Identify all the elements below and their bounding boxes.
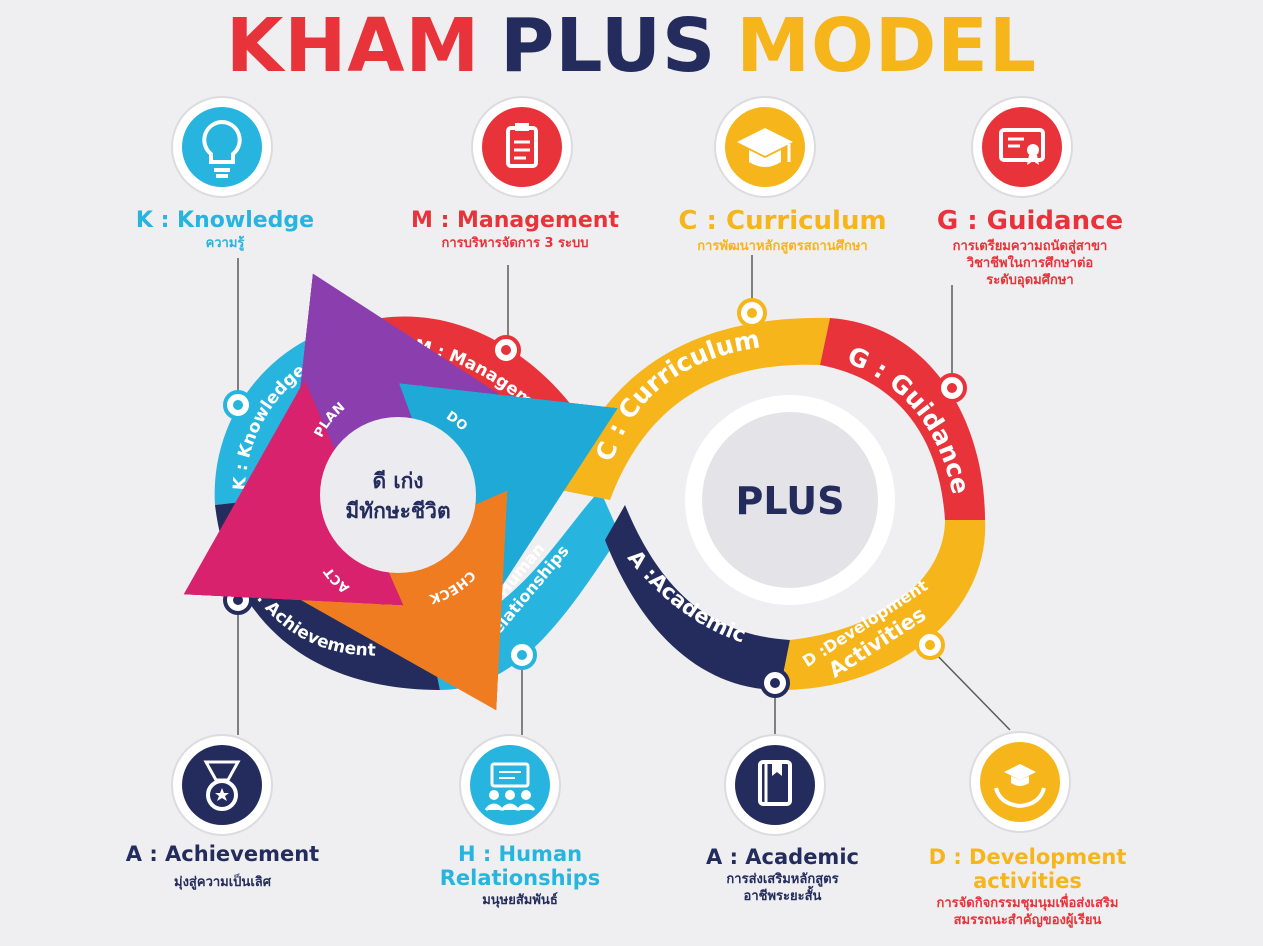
academic-sub-2: อาชีพระยะสั้น [743, 889, 822, 904]
graduation-cap-icon [714, 96, 816, 198]
management-heading: M : Management [411, 208, 619, 233]
title-plus: PLUS [500, 3, 717, 89]
bottom-label-academic: A : Academic การส่งเสริมหลักสูตร อาชีพระ… [680, 845, 885, 905]
loop-segment-development [780, 520, 986, 690]
human-heading-2: Relationships [439, 866, 601, 890]
loop-segment-guidance [820, 318, 985, 520]
top-label-guidance: G : Guidance การเตรียมความถนัดสู่สาขา วิ… [910, 206, 1150, 289]
center-text-line2: มีทักษะชีวิต [345, 499, 450, 523]
bottom-icons [171, 731, 1071, 836]
top-label-curriculum: C : Curriculum การพัฒนาหลักสูตรสถานศึกษา [660, 206, 905, 255]
knowledge-sub: ความรู้ [205, 236, 245, 251]
guidance-sub-3: ระดับอุดมศึกษา [986, 273, 1074, 288]
development-heading-2: activities [973, 869, 1082, 893]
achievement-heading: A : Achievement [125, 842, 320, 866]
certificate-icon [971, 96, 1073, 198]
pdca-do-arc [399, 383, 618, 615]
knowledge-heading: K : Knowledge [135, 208, 315, 233]
loop-segment-academic [605, 505, 790, 690]
guidance-heading: G : Guidance [936, 206, 1124, 236]
plus-center: PLUS [685, 395, 895, 605]
management-sub: การบริหารจัดการ 3 ระบบ [441, 236, 589, 251]
guidance-sub-1: การเตรียมความถนัดสู่สาขา [952, 239, 1108, 254]
plus-text: PLUS [736, 479, 845, 523]
top-icons [171, 96, 1073, 198]
book-icon [724, 734, 826, 836]
title-model: MODEL [736, 3, 1037, 89]
development-sub-2: สมรรถนะสำคัญของผู้เรียน [953, 913, 1102, 928]
pdca-cycle: PLAN DO CHECK ACT ดี เก่ง มีทักษะชีวิต [183, 273, 618, 711]
achievement-sub: มุ่งสู่ความเป็นเลิศ [174, 875, 271, 890]
meeting-icon [459, 734, 561, 836]
pdca-act-arc [183, 380, 404, 606]
clipboard-icon [471, 96, 573, 198]
pdca-center [320, 417, 476, 573]
bottom-label-development: D : Development activities การจัดกิจกรรม… [895, 845, 1160, 929]
medal-icon [171, 734, 273, 836]
lightbulb-icon [171, 96, 273, 198]
guidance-sub-2: วิชาชีพในการศึกษาต่อ [966, 256, 1094, 271]
curriculum-heading: C : Curriculum [678, 206, 887, 236]
development-heading-1: D : Development [928, 845, 1127, 869]
curriculum-sub: การพัฒนาหลักสูตรสถานศึกษา [697, 239, 868, 254]
loop-segment-curriculum [560, 317, 830, 500]
human-heading-1: H : Human [457, 842, 583, 866]
bottom-label-human: H : Human Relationships มนุษยสัมพันธ์ [405, 842, 635, 909]
center-text-line1: ดี เก่ง [372, 469, 423, 493]
title-kham: KHAM [225, 3, 481, 89]
human-sub: มนุษยสัมพันธ์ [482, 893, 558, 908]
top-label-management: M : Management การบริหารจัดการ 3 ระบบ [385, 208, 645, 252]
top-label-knowledge: K : Knowledge ความรู้ [100, 208, 350, 252]
bottom-label-achievement: A : Achievement มุ่งสู่ความเป็นเลิศ [90, 842, 355, 891]
development-sub-1: การจัดกิจกรรมชุมนุมเพื่อส่งเสริม [936, 896, 1119, 911]
pdca-check-arc [282, 490, 508, 711]
academic-heading: A : Academic [706, 845, 859, 869]
academic-sub-1: การส่งเสริมหลักสูตร [726, 872, 839, 887]
hands-cap-icon [969, 731, 1071, 833]
